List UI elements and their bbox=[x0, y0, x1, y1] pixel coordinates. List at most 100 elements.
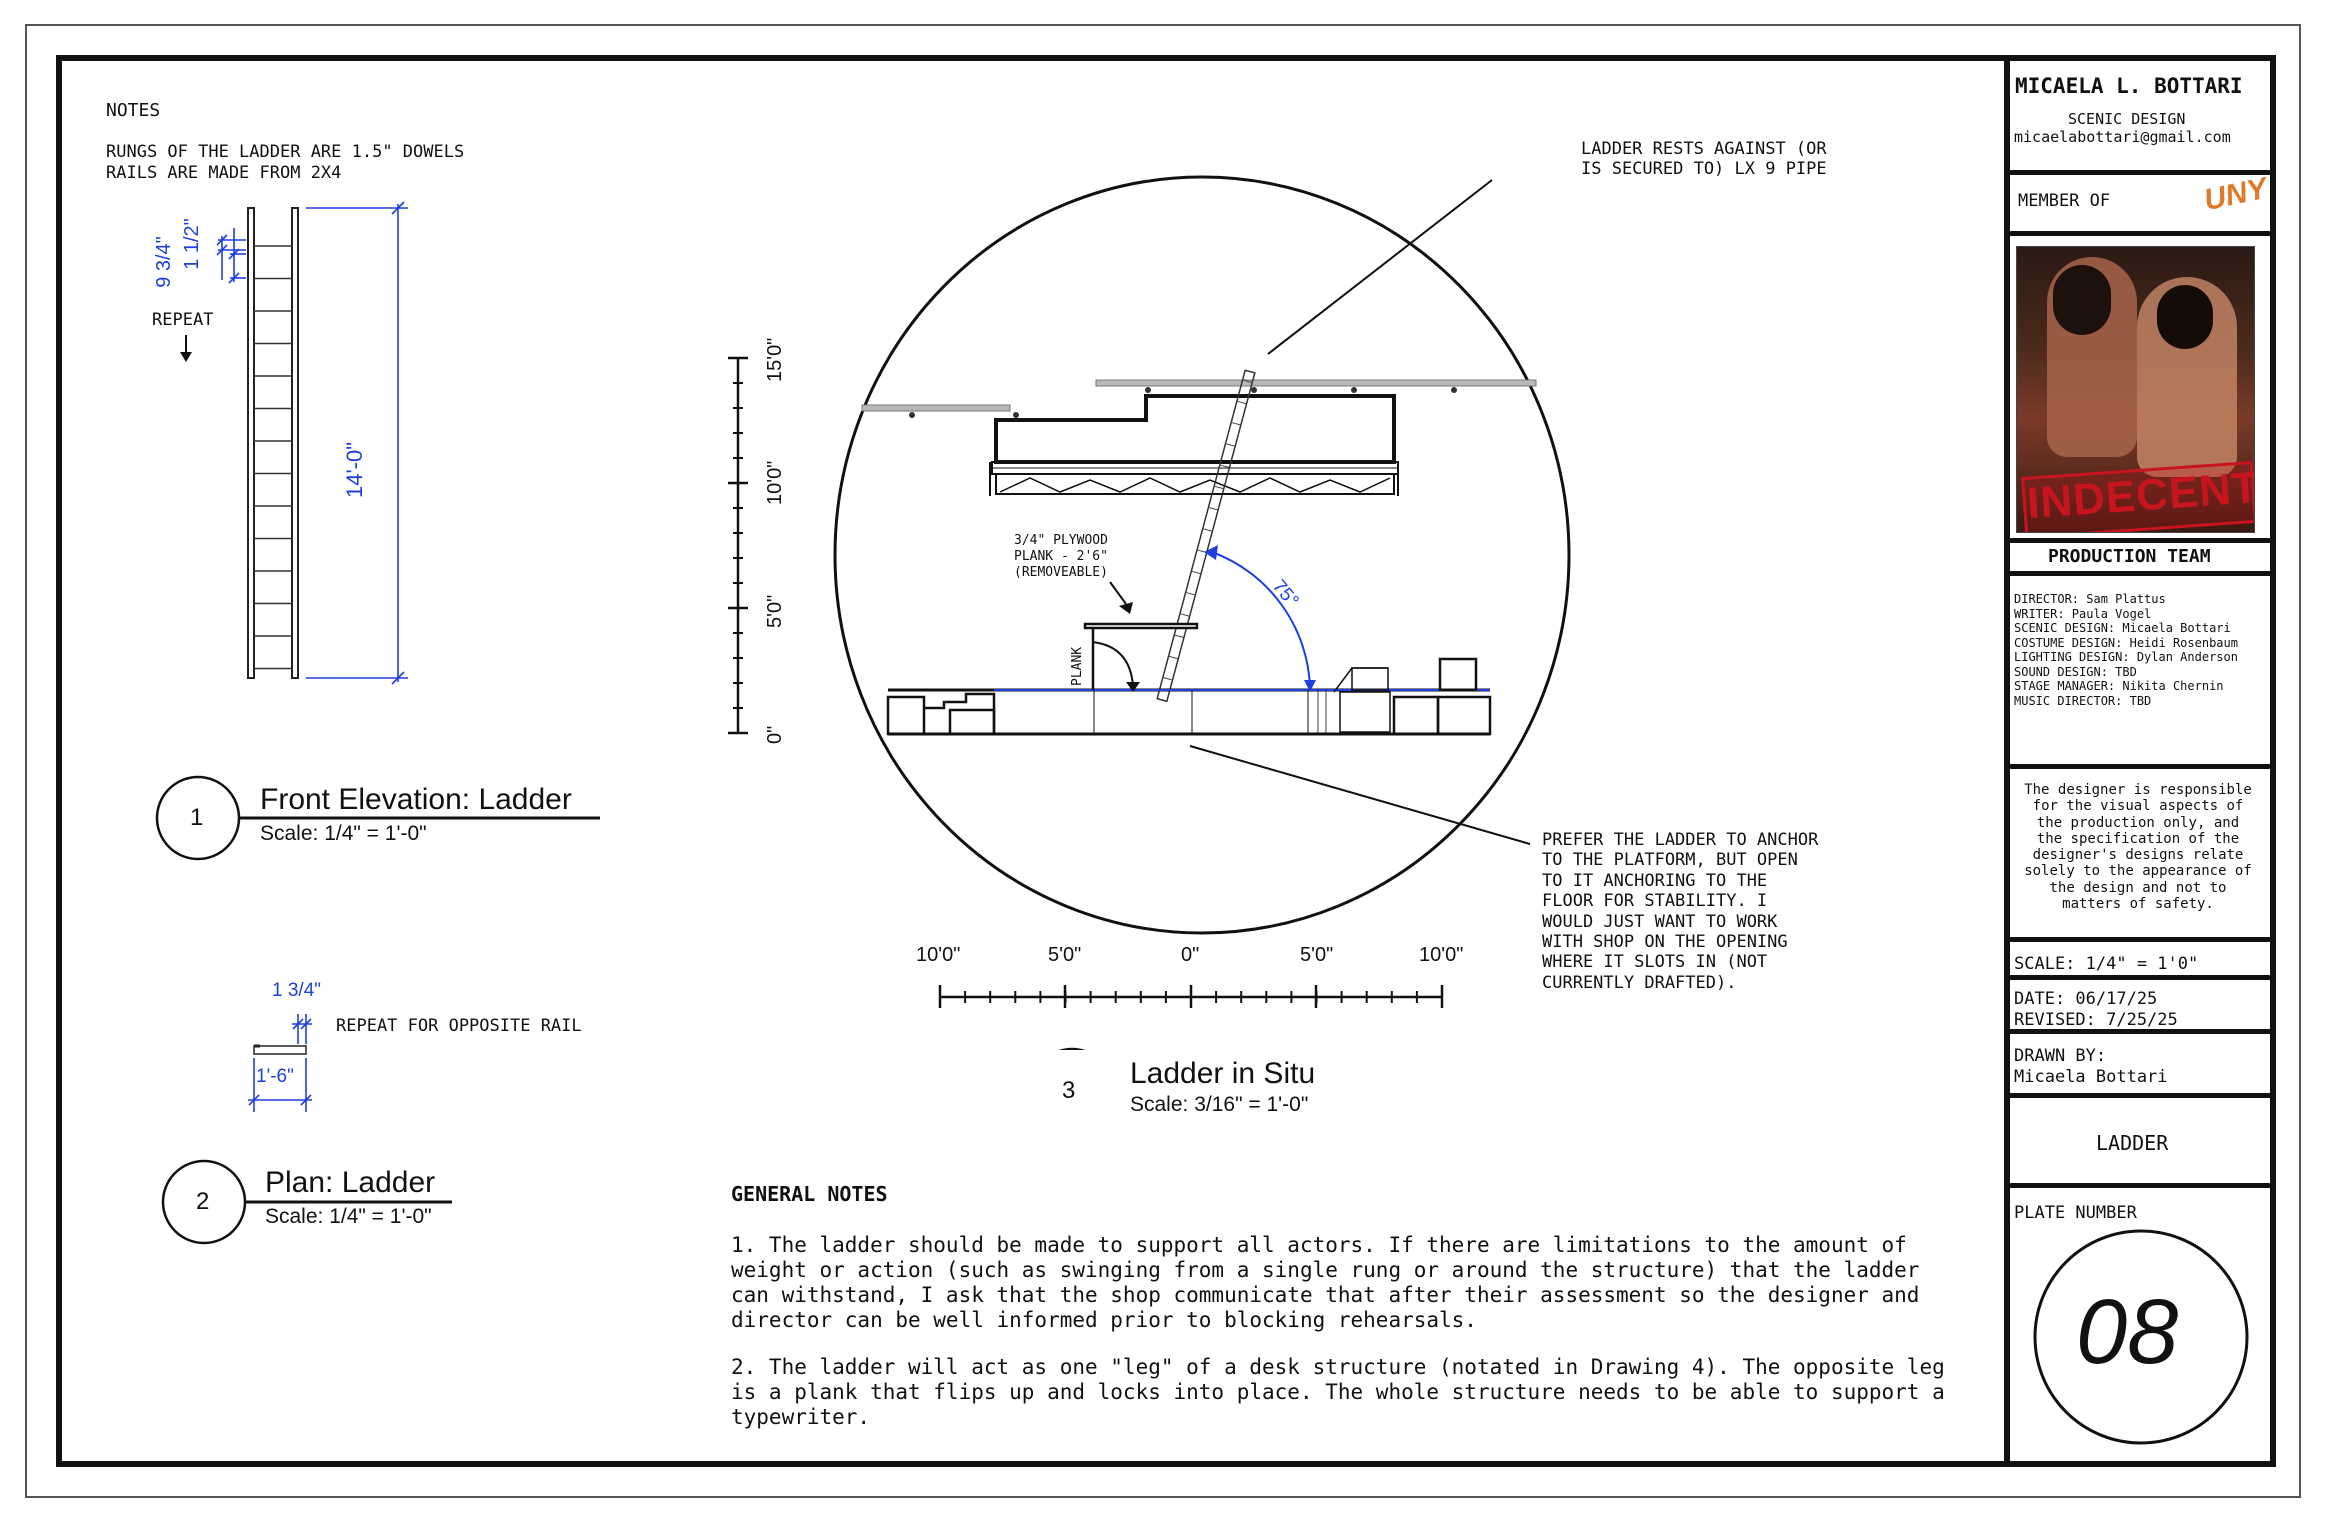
plan-drawing bbox=[248, 1014, 312, 1112]
plate-number: 08 bbox=[2076, 1281, 2179, 1383]
removable-plank bbox=[1083, 581, 1199, 692]
notes-line-rungs: RUNGS OF THE LADDER ARE 1.5" DOWELS bbox=[106, 142, 465, 162]
notes-line-rails: RAILS ARE MADE FROM 2X4 bbox=[106, 163, 342, 183]
plan-scale: Scale: 1/4" = 1'-0" bbox=[265, 1205, 432, 1228]
designer-email: micaelabottari@gmail.com bbox=[2014, 128, 2231, 146]
in-situ-drawing bbox=[728, 175, 1571, 1050]
h-scale-label-2: 0" bbox=[1181, 944, 1200, 966]
leader-anchor-note bbox=[1189, 745, 1531, 845]
note-ladder-pipe: LADDER RESTS AGAINST (OR IS SECURED TO) … bbox=[1581, 139, 1827, 179]
sheet-outer-border bbox=[25, 24, 2301, 1498]
detail-circle bbox=[833, 175, 1571, 935]
ladder-rung bbox=[1231, 421, 1241, 426]
front-elevation-title: Front Elevation: Ladder bbox=[260, 783, 572, 816]
designer-role: SCENIC DESIGN bbox=[2068, 110, 2186, 128]
ladder-rung bbox=[1213, 485, 1224, 490]
ladder-rung bbox=[1174, 634, 1185, 639]
note-anchor: PREFER THE LADDER TO ANCHOR TO THE PLATF… bbox=[1542, 830, 1819, 993]
general-notes-heading: GENERAL NOTES bbox=[731, 1182, 888, 1206]
dim-rung-size-text: 1 1/2" bbox=[181, 218, 203, 270]
disclaimer-text: The designer is responsible for the visu… bbox=[2024, 782, 2252, 913]
leader-pipe-note bbox=[1267, 179, 1493, 355]
h-scale-label-4: 10'0" bbox=[1419, 944, 1464, 966]
sheet-title-block bbox=[2004, 1098, 2270, 1188]
callout-plan bbox=[161, 1159, 452, 1245]
sheet-date: DATE: 06/17/25 bbox=[2014, 989, 2158, 1009]
drawn-by-block bbox=[2004, 1034, 2270, 1098]
repeat-label: REPEAT bbox=[152, 310, 214, 330]
credit-lighting: LIGHTING DESIGN: Dylan Anderson bbox=[2014, 650, 2238, 664]
ladder-rung bbox=[1185, 591, 1196, 596]
plan-dim-rail: 1 3/4" bbox=[272, 980, 322, 1001]
ladder-rung bbox=[1242, 379, 1253, 384]
callout-number-2: 2 bbox=[196, 1188, 210, 1215]
sheet-frame bbox=[56, 55, 2276, 1467]
credit-scenic: SCENIC DESIGN: Micaela Bottari bbox=[2014, 621, 2231, 635]
ladder-rung bbox=[1191, 570, 1202, 575]
credit-director: DIRECTOR: Sam Plattus bbox=[2014, 592, 2166, 606]
member-of-block bbox=[2004, 170, 2270, 236]
designer-block bbox=[2004, 61, 2270, 150]
ladder-rung bbox=[1236, 400, 1247, 405]
v-scale-5: 5'0" bbox=[764, 594, 786, 628]
front-elevation-drawing: 14'-0" 9 3/4" 1 1/2" bbox=[153, 201, 408, 685]
flown-platform bbox=[989, 394, 1399, 496]
notes-heading: NOTES bbox=[106, 100, 161, 121]
v-scale-10: 10'0" bbox=[764, 460, 786, 505]
dim-height-text: 14'-0" bbox=[342, 442, 367, 498]
note-plank: 3/4" PLYWOOD PLANK - 2'6" (REMOVEABLE) bbox=[1014, 533, 1108, 580]
angle-arc bbox=[1211, 551, 1311, 689]
credits-block bbox=[2004, 576, 2270, 769]
credits-list: DIRECTOR: Sam Plattus WRITER: Paula Voge… bbox=[2014, 592, 2238, 708]
general-note-1: 1. The ladder should be made to support … bbox=[731, 1233, 1920, 1332]
sheet-revised: REVISED: 7/25/25 bbox=[2014, 1010, 2178, 1030]
production-team-heading-block bbox=[2004, 538, 2270, 576]
ladder-rung bbox=[1168, 655, 1179, 660]
plate-number-label: PLATE NUMBER bbox=[2014, 1203, 2137, 1223]
plate-number-circle bbox=[2033, 1229, 2249, 1445]
plan-title: Plan: Ladder bbox=[265, 1166, 436, 1199]
lx-pipe-right bbox=[1095, 379, 1537, 387]
scale-block bbox=[2004, 942, 2270, 980]
ladder-rung bbox=[1202, 528, 1213, 532]
vertical-scale-bar bbox=[728, 356, 748, 735]
sheet-scale: SCALE: 1/4" = 1'0" bbox=[2014, 954, 2199, 974]
h-scale-label-1: 5'0" bbox=[1048, 944, 1082, 966]
ladder-rung bbox=[1208, 506, 1219, 511]
in-situ-title: Ladder in Situ bbox=[1130, 1057, 1316, 1090]
member-of-label: MEMBER OF bbox=[2018, 191, 2111, 211]
production-team-heading: PRODUCTION TEAM bbox=[2048, 546, 2211, 567]
callout-number-1: 1 bbox=[190, 804, 204, 831]
h-scale-label-3: 5'0" bbox=[1300, 944, 1334, 966]
front-elevation-scale: Scale: 1/4" = 1'-0" bbox=[260, 822, 427, 845]
plan-repeat-label: REPEAT FOR OPPOSITE RAIL bbox=[336, 1016, 582, 1036]
h-scale-label-0: 10'0" bbox=[916, 944, 961, 966]
dim-rung-spacing-text: 9 3/4" bbox=[153, 236, 175, 288]
stage-deck bbox=[886, 657, 1492, 736]
drawn-by-label: DRAWN BY: bbox=[2014, 1046, 2107, 1066]
plank-label: PLANK bbox=[1070, 646, 1085, 686]
production-poster-image: INDECENT bbox=[2016, 246, 2255, 533]
ladder-in-situ bbox=[1156, 369, 1256, 703]
credit-music: MUSIC DIRECTOR: TBD bbox=[2014, 693, 2152, 708]
in-situ-scale: Scale: 3/16" = 1'-0" bbox=[1130, 1093, 1309, 1116]
credit-costume: COSTUME DESIGN: Heidi Rosenbaum bbox=[2014, 635, 2238, 650]
lx-pipe-left bbox=[861, 404, 1011, 412]
callout-front-elevation bbox=[155, 775, 600, 861]
ladder-rung bbox=[1162, 676, 1173, 681]
v-scale-0: 0" bbox=[764, 725, 786, 744]
designer-name: MICAELA L. BOTTARI bbox=[2015, 74, 2243, 98]
sheet-title: LADDER bbox=[2096, 1131, 2169, 1155]
credit-stage-manager: STAGE MANAGER: Nikita Chernin bbox=[2014, 679, 2224, 693]
ladder-rung bbox=[1225, 443, 1236, 447]
plan-dim-width: 1'-6" bbox=[256, 1066, 294, 1087]
date-block bbox=[2004, 980, 2270, 1034]
ladder-rung bbox=[1219, 464, 1230, 469]
plate-number-block bbox=[2004, 1188, 2270, 1461]
general-note-2: 2. The ladder will act as one "leg" of a… bbox=[731, 1355, 1945, 1429]
v-scale-15: 15'0" bbox=[764, 337, 786, 382]
credit-sound: SOUND DESIGN: TBD bbox=[2014, 664, 2137, 679]
callout-number-3: 3 bbox=[1062, 1077, 1076, 1104]
ladder-rung bbox=[1179, 613, 1190, 617]
drawn-by-name: Micaela Bottari bbox=[2014, 1067, 2168, 1087]
